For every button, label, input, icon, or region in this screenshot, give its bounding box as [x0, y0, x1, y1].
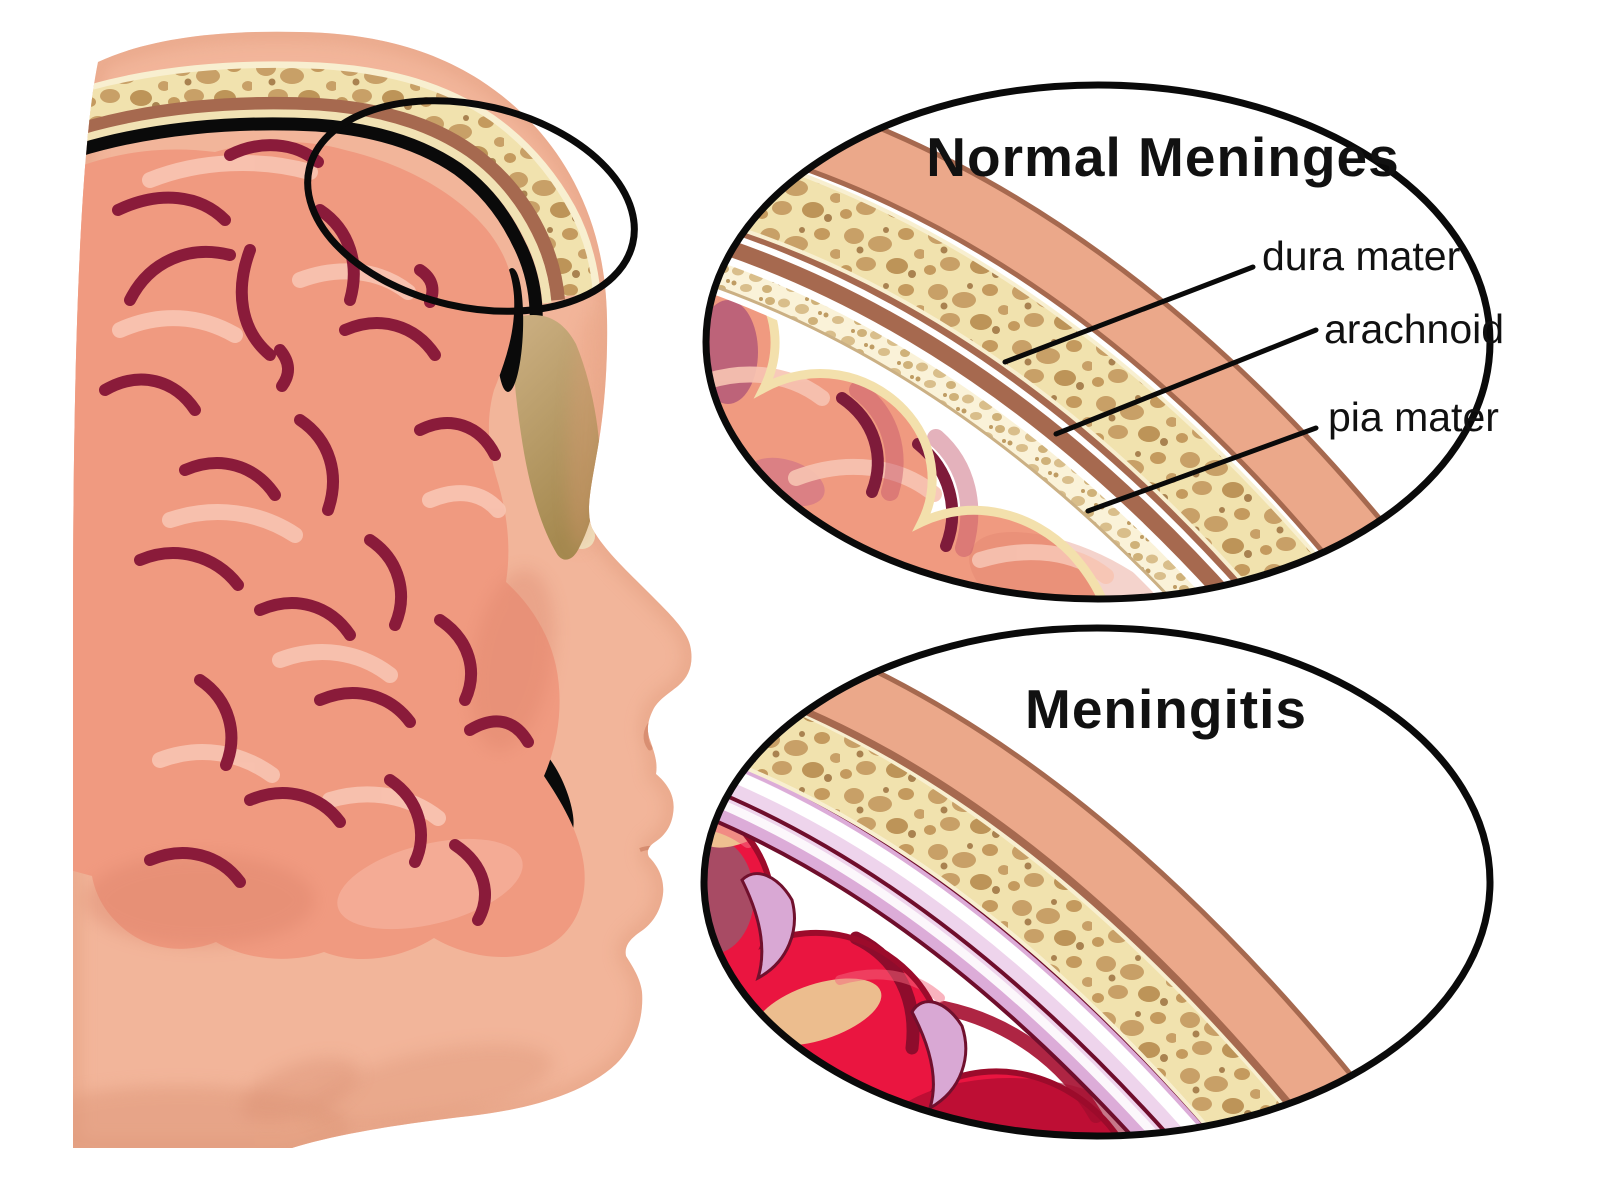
inset-normal-brain-shade	[969, 531, 1191, 599]
skull-bone-band	[73, 67, 593, 297]
brain-lower-shade	[85, 854, 315, 946]
pus-wedge-1	[740, 872, 796, 982]
pus-wedge-2	[910, 1000, 968, 1112]
inflamed-lower-shade	[880, 1078, 1140, 1136]
brain-right-shade	[469, 569, 555, 751]
head-cross-section	[73, 31, 692, 1149]
chin-neck-crease	[241, 1057, 359, 1123]
inset-normal-brain	[706, 248, 1130, 599]
inflamed-gyrus-shadow	[704, 838, 754, 954]
tan-patch-2	[754, 978, 882, 1046]
inset-meningitis: Meningitis	[700, 624, 1494, 1140]
sulci-lines	[99, 139, 534, 926]
label-pia-mater: pia mater	[1328, 394, 1499, 440]
leader-lines-normal	[1002, 264, 1319, 514]
cream-layer-head	[73, 109, 552, 304]
label-dura-mater: dura mater	[1262, 233, 1460, 279]
inset-normal-outline	[702, 81, 1494, 603]
subarachnoid-gap	[706, 246, 1341, 599]
jaw-shadow	[307, 1044, 553, 1132]
dura-band-head	[73, 96, 565, 301]
leader-line-dura	[1002, 264, 1256, 365]
inset-title-meningitis: Meningitis	[1025, 678, 1307, 740]
leader-line-arachnoid	[1053, 327, 1319, 437]
inset-meningitis-outline	[700, 624, 1494, 1140]
label-arachnoid: arachnoid	[1324, 306, 1504, 352]
leader-line-pia	[1085, 425, 1319, 514]
inset-title-normal: Normal Meninges	[926, 126, 1399, 188]
skin-edge-shading	[73, 31, 692, 1149]
magnified-region-ellipse	[304, 97, 638, 315]
